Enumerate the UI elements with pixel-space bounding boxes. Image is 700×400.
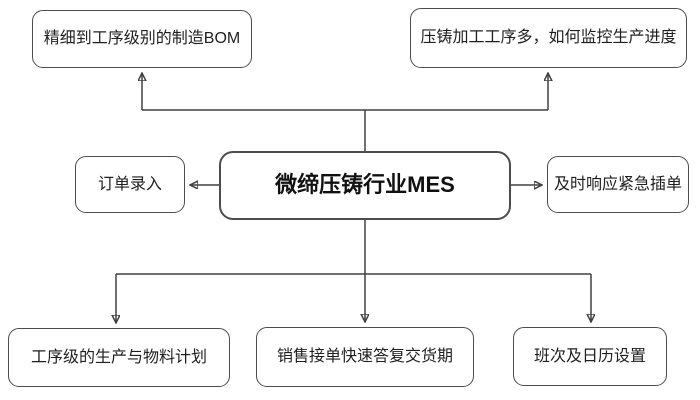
node-delivery-reply-label: 销售接单快速答复交货期: [276, 348, 453, 366]
node-shift-calendar: 班次及日历设置: [513, 327, 667, 386]
node-center-mes-label: 微缔压铸行业MES: [275, 172, 455, 198]
node-delivery-reply: 销售接单快速答复交货期: [256, 327, 474, 387]
node-production-material-plan: 工序级的生产与物料计划: [8, 328, 230, 387]
node-production-material-plan-label: 工序级的生产与物料计划: [30, 348, 207, 366]
node-order-entry: 订单录入: [75, 156, 185, 213]
node-manufacturing-bom: 精细到工序级别的制造BOM: [32, 10, 252, 68]
node-manufacturing-bom-label: 精细到工序级别的制造BOM: [43, 30, 241, 48]
node-urgent-insert: 及时响应紧急插单: [547, 156, 689, 213]
node-monitor-progress: 压铸加工工序多，如何监控生产进度: [410, 8, 687, 68]
node-center-mes: 微缔压铸行业MES: [219, 151, 511, 220]
node-monitor-progress-label: 压铸加工工序多，如何监控生产进度: [420, 29, 677, 47]
node-urgent-insert-label: 及时响应紧急插单: [554, 175, 683, 193]
node-order-entry-label: 订单录入: [97, 175, 162, 193]
node-shift-calendar-label: 班次及日历设置: [533, 347, 646, 365]
